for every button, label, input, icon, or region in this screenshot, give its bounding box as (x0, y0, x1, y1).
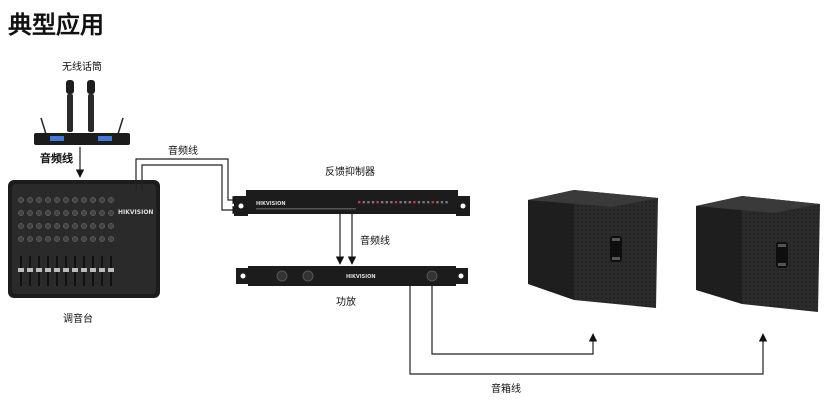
amplifier-brand: HIKVISION (346, 274, 376, 280)
amplifier-label: 功放 (336, 295, 356, 308)
mixer-label: 调音台 (63, 312, 93, 325)
mic-display-left (50, 136, 64, 141)
mixer-channel-strips (18, 197, 114, 286)
amp-to-speakers-label: 音箱线 (491, 382, 521, 395)
speaker-right (696, 196, 820, 312)
suppressor-to-amp-label: 音频线 (360, 234, 390, 247)
mic-to-mixer-label: 音频线 (40, 151, 73, 165)
suppressor-led-row (358, 201, 448, 204)
page-title: 典型应用 (8, 11, 104, 39)
amplifier-device: HIKVISION 功放 (236, 266, 468, 308)
amp-to-speaker-left-wire (431, 286, 598, 355)
mixer-brand: HIKVISION (118, 209, 153, 216)
wireless-mic-label: 无线话筒 (62, 60, 102, 73)
feedback-suppressor-device: 反馈抑制器 HIKVISION (234, 165, 470, 216)
mixer-device: HIKVISION 调音台 (8, 180, 160, 325)
feedback-suppressor-label: 反馈抑制器 (325, 165, 375, 178)
suppressor-brand: HIKVISION (256, 201, 286, 207)
mic-display-right (98, 136, 112, 141)
mixer-to-suppressor-wire-2 (141, 164, 241, 215)
mixer-to-suppressor-label: 音频线 (168, 144, 198, 157)
speaker-left (528, 190, 658, 308)
mixer-to-suppressor-wire-1 (135, 158, 241, 205)
wireless-mic-device: 无线话筒 (34, 60, 130, 145)
amp-to-speaker-right-wire (409, 286, 768, 375)
